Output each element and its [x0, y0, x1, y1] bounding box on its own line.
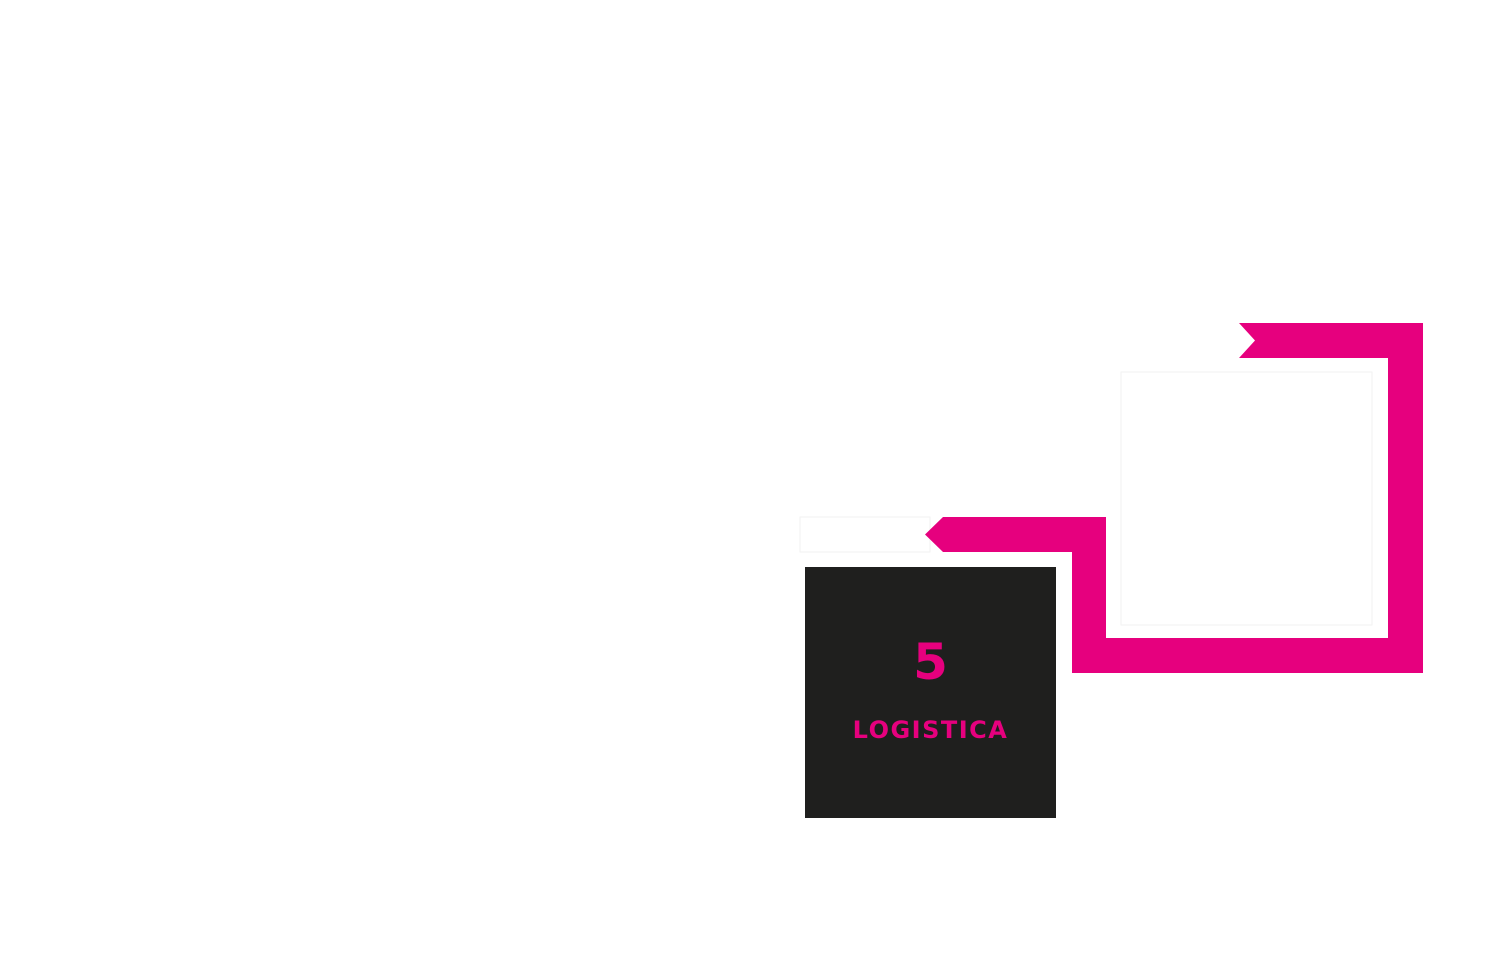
step-card-text: 5 LOGISTICA [805, 0, 1056, 974]
faint-panel-upper-right [1120, 371, 1373, 626]
step-card [805, 567, 1056, 818]
step-number: 5 [913, 633, 948, 691]
step-label: LOGISTICA [852, 716, 1009, 744]
faint-bar-left [799, 516, 931, 553]
magenta-connector-path [925, 323, 1423, 673]
